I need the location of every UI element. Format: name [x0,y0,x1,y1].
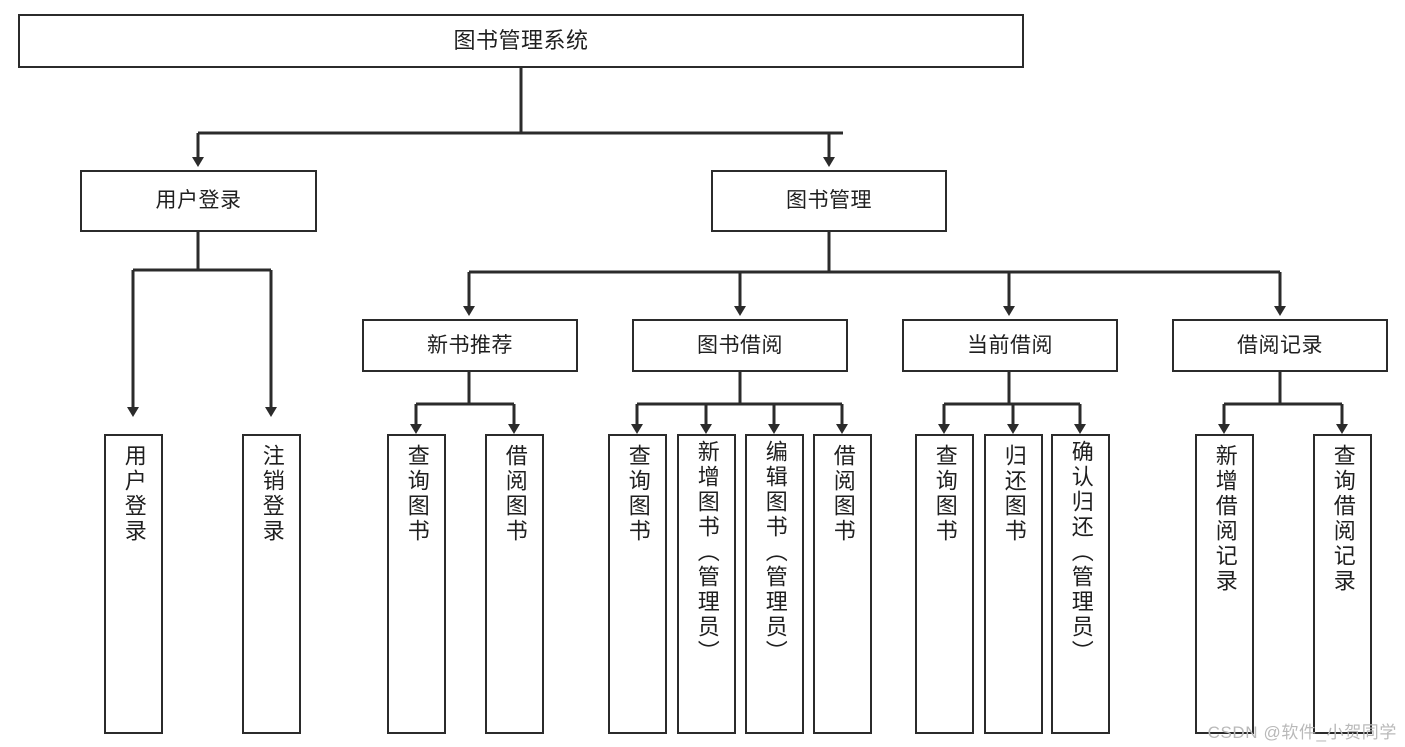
node-new-book-recommend[interactable]: 新书推荐 [362,319,578,372]
node-leaf-query-book-2-label: 查询图书 [625,444,651,544]
node-new-book-recommend-label: 新书推荐 [427,333,513,357]
node-leaf-user-login-label: 用户登录 [121,444,147,544]
node-borrow-record[interactable]: 借阅记录 [1172,319,1388,372]
node-current-borrow-label: 当前借阅 [967,333,1053,357]
node-borrow-record-label: 借阅记录 [1237,333,1323,357]
node-leaf-logout-login[interactable]: 注销登录 [242,434,301,734]
node-leaf-query-book-3-label: 查询图书 [932,444,958,544]
node-leaf-query-book-3[interactable]: 查询图书 [915,434,974,734]
node-leaf-borrow-book-1[interactable]: 借阅图书 [485,434,544,734]
node-root[interactable]: 图书管理系统 [18,14,1024,68]
node-leaf-borrow-book-1-label: 借阅图书 [502,444,528,544]
csdn-watermark: CSDN @软件_小贺同学 [1207,723,1397,742]
node-leaf-query-record-label: 查询借阅记录 [1330,444,1356,594]
node-leaf-confirm-return-label: 确认归还（管理员） [1068,440,1094,665]
node-leaf-query-record[interactable]: 查询借阅记录 [1313,434,1372,734]
node-leaf-query-book-1-label: 查询图书 [404,444,430,544]
node-leaf-borrow-book-2[interactable]: 借阅图书 [813,434,872,734]
node-leaf-add-book-label: 新增图书（管理员） [694,440,720,665]
node-user-login[interactable]: 用户登录 [80,170,317,232]
node-leaf-query-book-1[interactable]: 查询图书 [387,434,446,734]
node-leaf-return-book-label: 归还图书 [1001,444,1027,544]
node-leaf-return-book[interactable]: 归还图书 [984,434,1043,734]
node-root-label: 图书管理系统 [453,27,589,53]
node-leaf-edit-book[interactable]: 编辑图书（管理员） [745,434,804,734]
node-user-login-label: 用户登录 [155,189,242,213]
node-book-management-label: 图书管理 [786,189,872,213]
node-current-borrow[interactable]: 当前借阅 [902,319,1118,372]
node-leaf-query-book-2[interactable]: 查询图书 [608,434,667,734]
node-leaf-edit-book-label: 编辑图书（管理员） [762,440,788,665]
node-leaf-logout-login-label: 注销登录 [259,444,285,544]
node-leaf-borrow-book-2-label: 借阅图书 [830,444,856,544]
node-leaf-add-book[interactable]: 新增图书（管理员） [677,434,736,734]
node-book-borrow[interactable]: 图书借阅 [632,319,848,372]
node-book-borrow-label: 图书借阅 [697,333,783,357]
node-book-management[interactable]: 图书管理 [711,170,947,232]
node-leaf-confirm-return[interactable]: 确认归还（管理员） [1051,434,1110,734]
node-leaf-add-record-label: 新增借阅记录 [1212,444,1238,594]
node-leaf-user-login[interactable]: 用户登录 [104,434,163,734]
node-leaf-add-record[interactable]: 新增借阅记录 [1195,434,1254,734]
